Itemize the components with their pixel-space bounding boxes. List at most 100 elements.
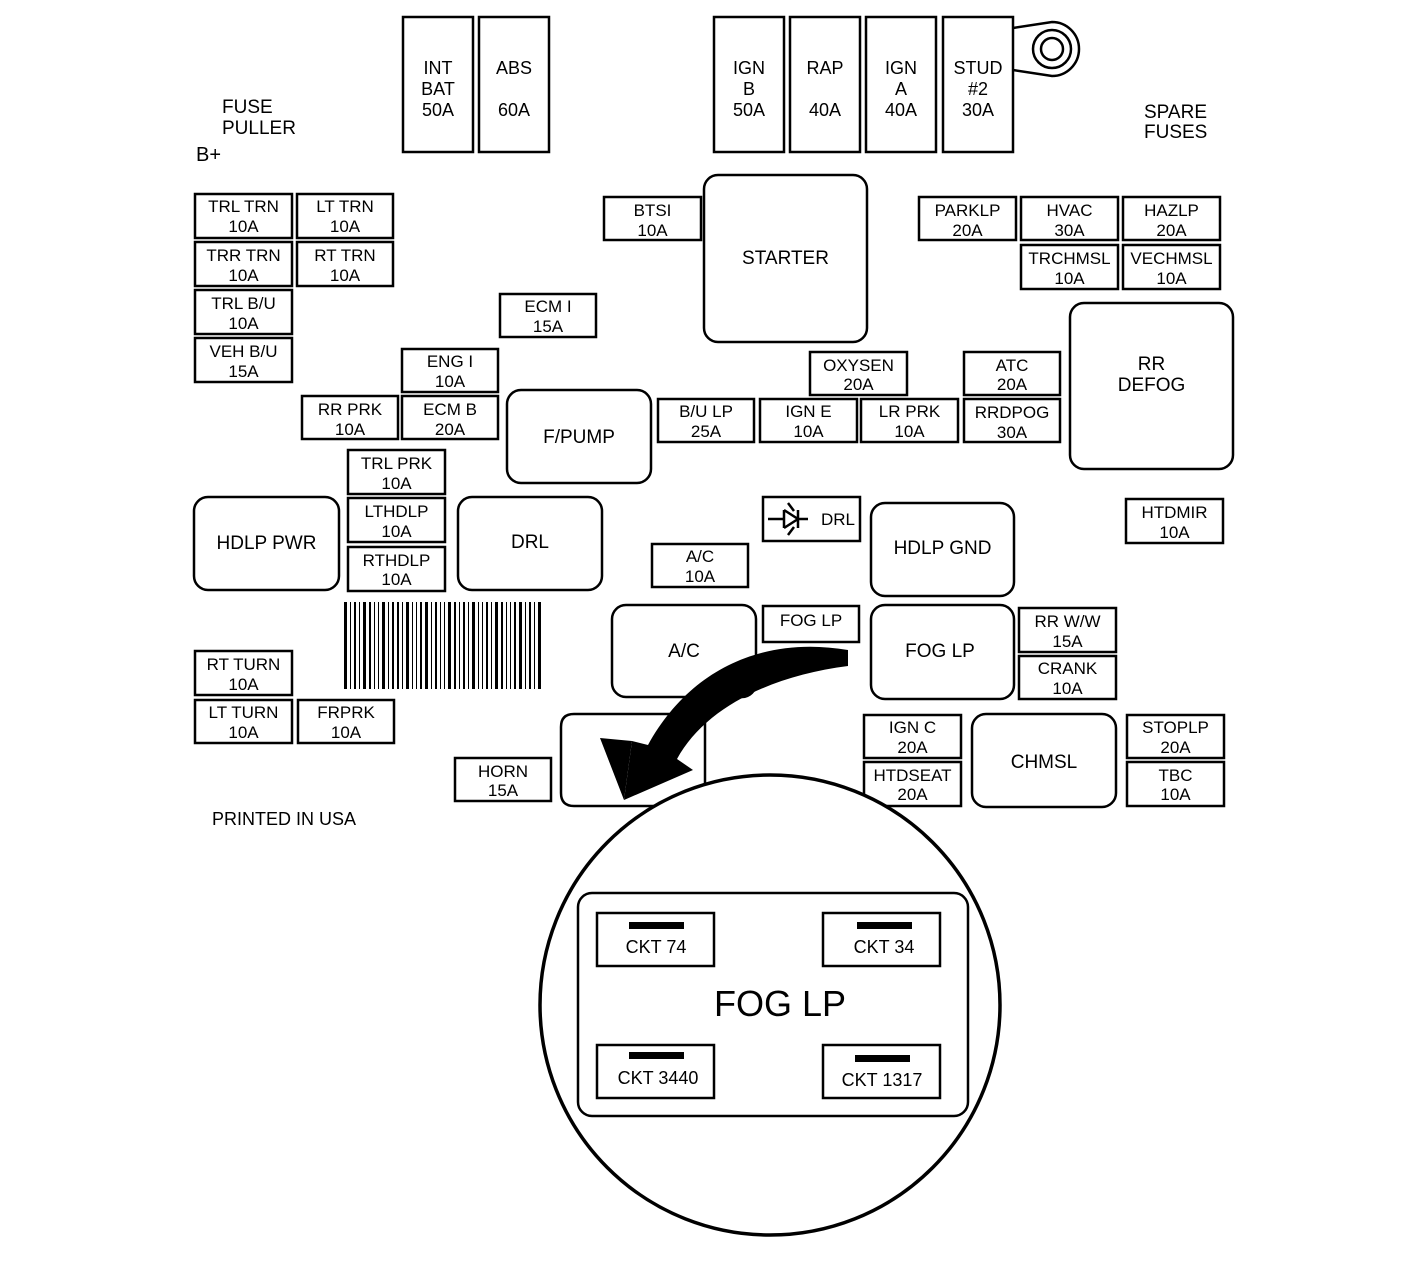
fuse-lt-turn: LT TURN 10A <box>193 698 294 745</box>
svg-text:TRL B/U: TRL B/U <box>211 294 276 313</box>
barcode-bar <box>534 602 535 689</box>
svg-text:15A: 15A <box>1052 632 1083 651</box>
barcode-bar <box>514 602 516 689</box>
fuse-fog-lp: FOG LP <box>761 604 861 644</box>
fuse-ign-e: IGN E 10A <box>758 397 859 444</box>
barcode-bar <box>495 602 498 689</box>
svg-text:F/PUMP: F/PUMP <box>543 427 615 448</box>
svg-text:10A: 10A <box>637 221 668 240</box>
svg-text:HAZLP: HAZLP <box>1144 201 1199 220</box>
svg-text:RR W/W: RR W/W <box>1034 612 1100 631</box>
barcode-bar <box>359 602 360 689</box>
svg-text:DEFOG: DEFOG <box>1118 375 1186 396</box>
svg-text:CRANK: CRANK <box>1038 659 1098 678</box>
svg-text:20A: 20A <box>952 221 983 240</box>
svg-text:DRL: DRL <box>511 532 549 553</box>
svg-text:STUD: STUD <box>954 58 1003 78</box>
fuse-rthdlp: RTHDLP 10A <box>346 545 447 593</box>
svg-text:CKT 34: CKT 34 <box>854 937 915 957</box>
barcode-bar <box>382 602 385 689</box>
fuse-ac: A/C 10A <box>650 542 750 589</box>
svg-text:20A: 20A <box>1156 221 1187 240</box>
barcode-bar <box>472 602 475 689</box>
barcode-bar <box>369 602 371 689</box>
svg-text:FUSES: FUSES <box>1144 122 1207 143</box>
relay-f-pump: F/PUMP <box>505 388 653 485</box>
svg-text:PARKLP: PARKLP <box>935 201 1001 220</box>
svg-text:10A: 10A <box>381 474 412 493</box>
relay-drl: DRL <box>456 495 604 592</box>
barcode-bar <box>448 602 451 689</box>
svg-text:20A: 20A <box>843 375 874 394</box>
zoom-arrow-icon <box>600 646 848 800</box>
svg-text:10A: 10A <box>330 266 361 285</box>
svg-text:STARTER: STARTER <box>742 248 829 269</box>
svg-text:30A: 30A <box>997 423 1028 442</box>
svg-text:20A: 20A <box>897 738 928 757</box>
fuse-crank: CRANK 10A <box>1017 654 1118 701</box>
svg-text:25A: 25A <box>691 422 722 441</box>
svg-text:CHMSL: CHMSL <box>1011 752 1078 773</box>
svg-text:A/C: A/C <box>668 641 700 662</box>
barcode-bar <box>510 602 511 689</box>
fuse-rrdpog: RRDPOG 30A <box>962 397 1062 444</box>
svg-text:10A: 10A <box>331 723 362 742</box>
svg-text:A: A <box>895 79 907 99</box>
ckt-74-terminal: CKT 74 <box>595 911 716 968</box>
svg-text:10A: 10A <box>1159 523 1190 542</box>
fuse-trr-trn: TRR TRN 10A <box>193 240 294 288</box>
svg-text:INT: INT <box>424 58 453 78</box>
battery-positive-label: B+ <box>196 144 221 166</box>
svg-text:FUSE: FUSE <box>222 97 273 118</box>
fuse-hazlp: HAZLP 20A <box>1121 195 1222 242</box>
fuse-hvac: HVAC 30A <box>1019 195 1120 242</box>
fuse-vechmsl: VECHMSL 10A <box>1121 243 1222 291</box>
svg-text:BAT: BAT <box>421 79 455 99</box>
svg-text:CKT 3440: CKT 3440 <box>618 1068 699 1088</box>
svg-text:SPARE: SPARE <box>1144 102 1207 123</box>
svg-text:10A: 10A <box>228 675 259 694</box>
barcode-bar <box>468 602 469 689</box>
maxi-fuse-abs: ABS 60A <box>477 15 551 154</box>
svg-text:40A: 40A <box>809 100 841 120</box>
fuse-rt-turn: RT TURN 10A <box>193 649 294 697</box>
svg-text:40A: 40A <box>885 100 917 120</box>
svg-text:10A: 10A <box>1054 269 1085 288</box>
svg-text:10A: 10A <box>381 522 412 541</box>
svg-text:20A: 20A <box>997 375 1028 394</box>
fuse-trl-trn: TRL TRN 10A <box>193 192 294 240</box>
fuse-parklp: PARKLP 20A <box>917 195 1018 242</box>
svg-text:10A: 10A <box>228 314 259 333</box>
fuse-puller-label: FUSE PULLER <box>222 97 296 139</box>
fuse-rr-ww: RR W/W 15A <box>1017 606 1118 654</box>
svg-text:10A: 10A <box>228 217 259 236</box>
svg-text:HVAC: HVAC <box>1047 201 1093 220</box>
barcode-bar <box>354 602 356 689</box>
relay-hdlp-gnd: HDLP GND <box>869 501 1016 598</box>
svg-text:10A: 10A <box>330 217 361 236</box>
barcode-bar <box>506 602 507 689</box>
svg-text:ECM B: ECM B <box>423 400 477 419</box>
detail-magnifier: CKT 74 CKT 34 FOG LP CKT 3440 CKT 1317 <box>538 773 1002 1237</box>
barcode-bar <box>454 602 456 689</box>
fuse-eng-i: ENG I 10A <box>400 347 500 394</box>
svg-text:#2: #2 <box>968 79 988 99</box>
svg-text:10A: 10A <box>228 266 259 285</box>
maxi-fuse-int-bat: INT BAT 50A <box>401 15 475 154</box>
barcode-bar <box>374 602 375 689</box>
fuse-btsi: BTSI 10A <box>602 195 703 242</box>
barcode-bar <box>412 602 413 689</box>
svg-text:50A: 50A <box>733 100 765 120</box>
svg-text:HTDMIR: HTDMIR <box>1141 503 1207 522</box>
fuse-trl-bu: TRL B/U 10A <box>193 288 294 336</box>
svg-text:20A: 20A <box>897 785 928 804</box>
svg-text:STOPLP: STOPLP <box>1142 718 1209 737</box>
barcode-bar <box>440 602 441 689</box>
svg-text:RT TURN: RT TURN <box>207 655 281 674</box>
svg-text:FRPRK: FRPRK <box>317 703 375 722</box>
barcode-bar <box>392 602 394 689</box>
fuse-tbc: TBC 10A <box>1125 760 1226 808</box>
barcode-bar <box>388 602 389 689</box>
svg-text:10A: 10A <box>381 570 412 589</box>
fuse-trchmsl: TRCHMSL 10A <box>1019 243 1120 291</box>
